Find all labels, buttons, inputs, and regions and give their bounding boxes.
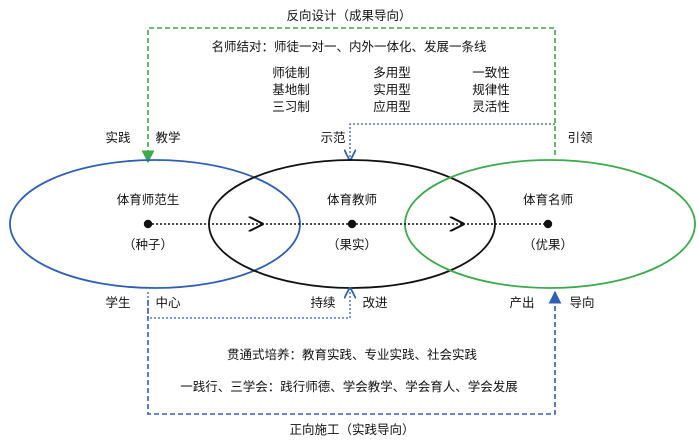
node-teacher — [347, 219, 357, 229]
column-1-item-2: 基地制 — [272, 82, 310, 97]
practice-learn-line: 一践行、三学会：践行师德、学会教学、学会育人、学会发展 — [180, 379, 518, 394]
integrated-training-line: 贯通式培养：教育实践、专业实践、社会实践 — [226, 347, 478, 362]
lead-label: 引领 — [567, 130, 593, 145]
column-2-item-3: 应用型 — [373, 99, 411, 114]
node-master — [543, 219, 553, 229]
column-3-item-1: 一致性 — [472, 65, 510, 80]
teaching-label: 教学 — [155, 130, 181, 145]
practice-label: 实践 — [105, 130, 131, 145]
teacher-subtitle: （果实） — [326, 237, 378, 252]
column-2-item-1: 多用型 — [373, 65, 411, 80]
student-title: 体育师范生 — [116, 192, 180, 207]
column-2-item-2: 实用型 — [373, 82, 411, 97]
student-subtitle: （种子） — [122, 237, 174, 252]
demonstrate-label: 示范 — [320, 130, 346, 145]
reverse-design-arrow — [141, 27, 556, 164]
column-3-item-2: 规律性 — [472, 82, 510, 97]
column-3-item-3: 灵活性 — [472, 99, 510, 114]
forward-construction-label: 正向施工（实践导向） — [289, 422, 415, 437]
output-label: 产出 — [509, 295, 535, 310]
node-student — [143, 219, 153, 229]
improve-label: 改进 — [362, 295, 388, 310]
forward-construction-arrow — [147, 290, 562, 415]
master-pairing-line: 名师结对：师徒一对一、内外一体化、发展一条线 — [211, 39, 487, 54]
teacher-title: 体育教师 — [326, 192, 378, 207]
reverse-design-label: 反向设计（成果导向） — [286, 8, 412, 23]
master-title: 体育名师 — [522, 192, 574, 207]
center-label: 中心 — [155, 295, 181, 310]
continue-label: 持续 — [310, 295, 336, 310]
column-1-item-1: 师徒制 — [272, 65, 310, 80]
demonstrate-arrow — [350, 123, 555, 160]
column-1-item-3: 三习制 — [272, 99, 310, 114]
master-subtitle: （优果） — [522, 237, 574, 252]
student-label: 学生 — [105, 295, 131, 310]
guide-label: 导向 — [569, 295, 595, 310]
